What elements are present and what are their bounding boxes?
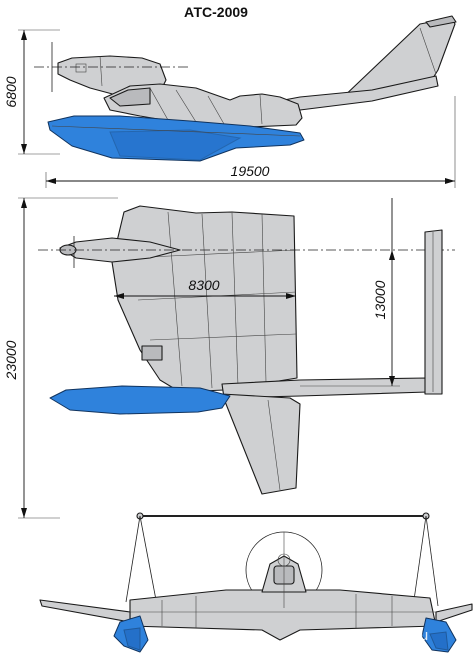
side-height-label: 6800 [3, 76, 19, 107]
side-hull [47, 115, 305, 162]
side-length-dimension: 19500 [45, 96, 456, 188]
front-left-wingtip [39, 599, 131, 623]
watermark: uSamodelkino.ru [316, 627, 429, 644]
front-right-wingtip [435, 603, 473, 623]
side-tail-cap [425, 15, 457, 28]
plan-lower-fin [221, 393, 301, 495]
plan-stabilizer [424, 229, 443, 395]
plan-inner-dimension: 8300 [114, 277, 296, 299]
plan-view: 23000 8300 [3, 197, 455, 519]
side-view: 6800 19500 [3, 15, 457, 188]
plan-tail-dimension: 13000 [300, 198, 400, 387]
plan-main-wing [111, 205, 298, 393]
side-height-dimension: 6800 [3, 29, 60, 155]
drawing-title: АТС-2009 [184, 4, 248, 20]
plan-span-label: 23000 [3, 340, 19, 380]
plan-span-dimension: 23000 [3, 197, 118, 519]
front-view [39, 512, 473, 653]
plan-tail-label: 13000 [372, 280, 388, 319]
side-length-label: 19500 [231, 163, 270, 179]
plan-inner-label: 8300 [188, 277, 219, 293]
plan-float-hull [49, 385, 231, 415]
